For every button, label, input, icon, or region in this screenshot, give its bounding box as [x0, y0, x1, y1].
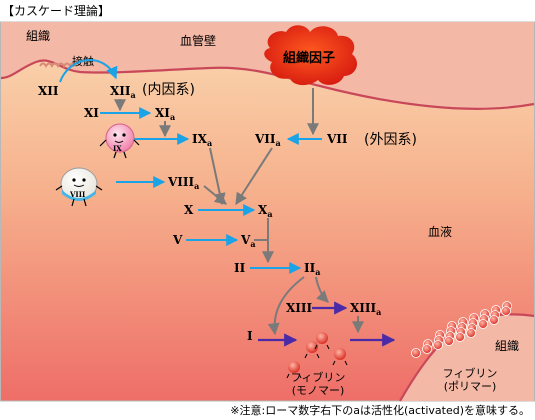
- fibrin-polymer-unit: [411, 348, 421, 358]
- factor-ix-character: IX: [99, 123, 140, 159]
- factor-iia: IIa: [304, 261, 320, 277]
- factor-v: V: [172, 233, 183, 247]
- factor-i: I: [247, 329, 253, 343]
- blood-label: 血液: [428, 224, 452, 239]
- factor-viii-character: VIII: [55, 167, 103, 207]
- factor-xa: Xa: [258, 203, 273, 219]
- fibrin-polymer-unit: [433, 340, 443, 350]
- factor-ixa: IXa: [192, 132, 212, 148]
- fibrin-monomers: [286, 332, 348, 379]
- fibrin-polymer-unit: [455, 332, 465, 342]
- factor-xiia: XIIa: [110, 84, 136, 100]
- fibrin-polymer-label-line1: フィブリン: [443, 366, 498, 380]
- factor-xiiia: XIIIa: [350, 301, 381, 317]
- vessel-wall-label: 血管壁: [180, 33, 216, 48]
- fibrin-monomer: [304, 341, 320, 359]
- factor-va: Va: [240, 233, 256, 249]
- footer-note: ※注意:ローマ数字右下のaは活性化(activated)を意味する。: [230, 403, 530, 417]
- contact-surface-bumps: [39, 62, 77, 68]
- fibrin-monomer-label-line2: (モノマー): [292, 384, 345, 397]
- fibrin-polymer-unit: [501, 306, 511, 316]
- vessel-wall-edge: [0, 59, 535, 110]
- arrow-viia-to-x-step: [235, 147, 273, 206]
- fibrin-polymer-unit: [422, 344, 432, 354]
- factor-viia: VIIa: [254, 132, 281, 148]
- tissue-bottom-label: 組織: [495, 339, 519, 353]
- extrinsic-pathway-label: (外因系): [364, 132, 417, 148]
- arrow-iia-to-i-step: [267, 276, 305, 336]
- fibrin-monomer: [314, 332, 330, 350]
- fibrin-polymer-unit: [489, 315, 499, 325]
- fibrin-polymer-unit: [444, 336, 454, 346]
- factor-viiia: VIIIa: [167, 175, 199, 191]
- fibrin-polymer-unit: [466, 328, 476, 338]
- tissue-band-bottom: [400, 314, 534, 401]
- factor-ix-character-label: IX: [113, 144, 122, 153]
- fibrin-polymer-mesh: [411, 301, 512, 358]
- factor-ii: II: [234, 261, 246, 275]
- factor-x: X: [184, 203, 194, 217]
- intrinsic-pathway-label: (内因系): [142, 82, 195, 98]
- factor-xiii: XIII: [286, 301, 313, 315]
- factor-xii: XII: [38, 84, 59, 98]
- factor-vii: VII: [326, 132, 348, 146]
- arrow-viiia-to-x-step: [203, 185, 227, 205]
- header-title: 【カスケード理論】: [2, 3, 110, 18]
- fibrin-polymer-unit: [478, 319, 488, 329]
- fibrin-monomer-label-line1: フィブリン: [291, 370, 346, 384]
- fibrin-monomer: [332, 348, 348, 366]
- fibrin-monomer: [286, 361, 302, 379]
- factor-viii-character-label: VIII: [69, 190, 85, 199]
- fibrin-polymer-label-line2: (ポリマー): [444, 380, 497, 393]
- tissue-factor-label: 組織因子: [283, 50, 335, 66]
- arrow-iia-to-xiii-step: [315, 276, 329, 303]
- tissue-band-top: [1, 22, 534, 109]
- factor-xi: XI: [84, 106, 99, 120]
- contact-arrow: [59, 59, 118, 83]
- tissue-factor-blob: [264, 25, 358, 86]
- tissue-top-label: 組織: [26, 29, 50, 43]
- factor-xia: XIa: [155, 106, 175, 122]
